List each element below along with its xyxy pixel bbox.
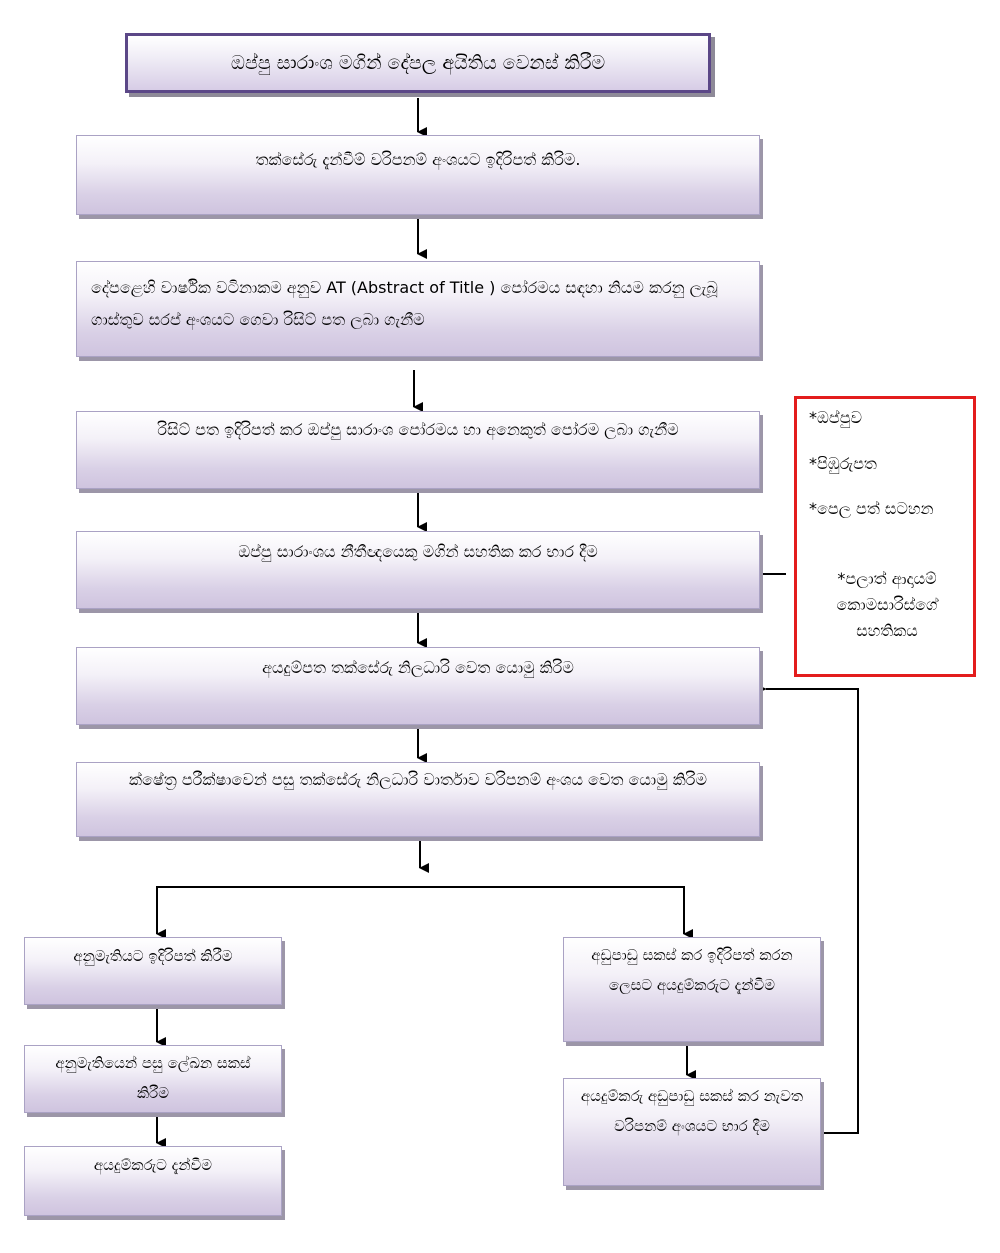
branch-connector (156, 886, 685, 933)
step-text: තක්සේරු දැන්වීම් වරිපනම් අංශයට ඉදිරිපත් … (255, 150, 581, 169)
step-box-4: ඔප්පු සාරාංශය නීතීඥයෙකු මගින් සහතික කර භ… (76, 531, 760, 609)
right-branch-text: අයදුම්කරු අඩුපාඩු සකස් කර නැවත වරිපනම් අ… (580, 1087, 804, 1135)
document-item-deed: *ඔප්පුව (809, 408, 863, 427)
step-box-1: තක්සේරු දැන්වීම් වරිපනම් අංශයට ඉදිරිපත් … (76, 135, 760, 215)
left-branch-box-1: අනුමැතියට ඉදිරිපත් කිරීම (24, 937, 282, 1005)
step-box-2: දේපළෙහි වාර්ෂික වටිනාකම අනුව AT (Abstrac… (76, 261, 760, 357)
step-box-5: අයදුම්පත තක්සේරු නිලධාරි වෙත යොමු කිරිම (76, 647, 760, 725)
step-text: දේපළෙහි වාර්ෂික වටිනාකම අනුව AT (Abstrac… (91, 278, 718, 329)
left-branch-text: අනුමැතියට ඉදිරිපත් කිරීම (73, 947, 233, 965)
document-item-revenue-certificate: *පලාත් ආදායම් කොමසාරිස්ගේ සහතිකය (836, 569, 938, 640)
step-text: ඔප්පු සාරාංශය නීතීඥයෙකු මගින් සහතික කර භ… (238, 542, 598, 561)
title-text: ඔප්පු සාරාංශ මගින් දේපල අයිතිය වෙනස් කිර… (230, 52, 606, 74)
required-documents-note: *ඔප්පුව *පිඹුරුපත *පෙල පත් සටහන *පලාත් ආ… (794, 396, 976, 677)
feedback-loop-connector (755, 684, 859, 1134)
right-branch-box-1: අඩුපාඩු සකස් කර ඉදිරිපත් කරන ලෙසට අයදුම්… (563, 937, 821, 1042)
document-item-survey-plan: *පිඹුරුපත (809, 454, 877, 473)
step-text: ක්ෂේත්‍ර පරීක්ෂාවෙන් පසු තක්සේරු නිලධාරි… (129, 770, 707, 789)
left-branch-box-2: අනුමැතියෙන් පසු ලේඛන සකස් කිරීම (24, 1045, 282, 1113)
step-box-6: ක්ෂේත්‍ර පරීක්ෂාවෙන් පසු තක්සේරු නිලධාරි… (76, 762, 760, 837)
left-branch-box-3: අයදුම්කරුට දැන්වීම (24, 1146, 282, 1216)
step-box-3: රිසිට් පත ඉදිරිපත් කර ඔප්පු සාරාංශ පෝරමය… (76, 411, 760, 489)
step-text: රිසිට් පත ඉදිරිපත් කර ඔප්පු සාරාංශ පෝරමය… (157, 420, 679, 439)
title-box: ඔප්පු සාරාංශ මගින් දේපල අයිතිය වෙනස් කිර… (125, 33, 711, 93)
right-branch-box-2: අයදුම්කරු අඩුපාඩු සකස් කර නැවත වරිපනම් අ… (563, 1078, 821, 1186)
left-branch-text: අයදුම්කරුට දැන්වීම (93, 1156, 213, 1174)
right-branch-text: අඩුපාඩු සකස් කර ඉදිරිපත් කරන ලෙසට අයදුම්… (591, 946, 793, 994)
left-branch-text: අනුමැතියෙන් පසු ලේඛන සකස් කිරීම (55, 1054, 251, 1102)
document-item-folio-extract: *පෙල පත් සටහන (809, 499, 934, 518)
step-text: අයදුම්පත තක්සේරු නිලධාරි වෙත යොමු කිරිම (262, 658, 574, 677)
